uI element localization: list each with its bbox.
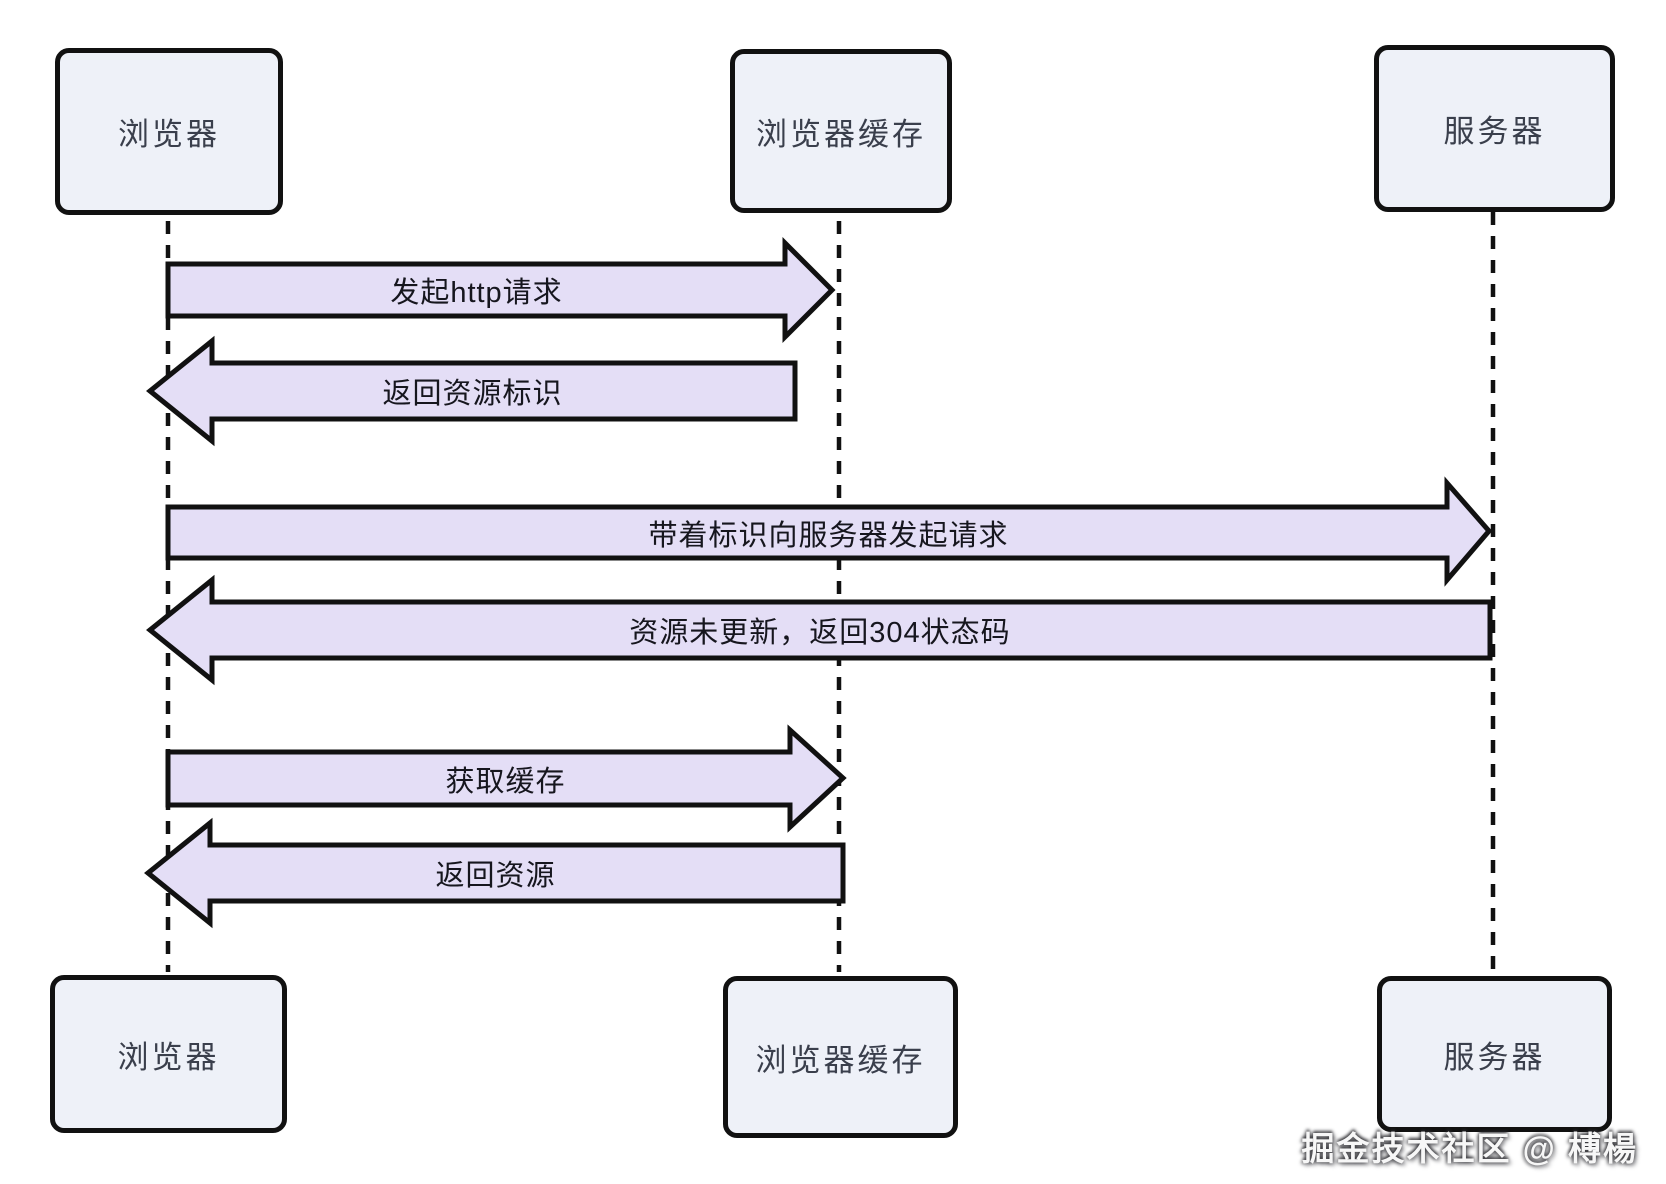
participant-label: 浏览器缓存 <box>756 116 926 152</box>
message-arrow-3-right <box>165 476 1493 587</box>
message-label-6: 返回资源 <box>435 860 556 892</box>
message-label-4: 资源未更新，返回304状态码 <box>629 617 1011 649</box>
message-arrow-1-right <box>165 236 836 344</box>
participant-box-browser-top: 浏览器 <box>55 48 283 215</box>
participant-box-browser-bottom: 浏览器 <box>50 975 287 1133</box>
message-arrow-6-left <box>144 817 846 929</box>
watermark: 掘金技术社区 @ 榑楊 <box>1301 1130 1638 1167</box>
participant-box-browser-cache-top: 浏览器缓存 <box>730 49 952 213</box>
participant-label: 浏览器缓存 <box>755 1042 926 1078</box>
participant-box-server-bottom: 服务器 <box>1377 976 1612 1132</box>
participant-label: 浏览器 <box>117 1039 220 1075</box>
message-arrow-5-right <box>165 724 847 833</box>
message-label-3: 带着标识向服务器发起请求 <box>648 519 1009 552</box>
message-arrow-2-left <box>146 335 798 447</box>
participant-label: 服务器 <box>1443 1039 1546 1075</box>
participant-box-server-top: 服务器 <box>1374 45 1615 212</box>
participant-box-browser-cache-bottom: 浏览器缓存 <box>723 976 958 1138</box>
participant-label: 服务器 <box>1443 114 1546 149</box>
message-arrow-4-left <box>146 574 1493 686</box>
message-label-5: 获取缓存 <box>445 765 566 798</box>
message-label-2: 返回资源标识 <box>382 378 563 410</box>
message-label-1: 发起http请求 <box>390 277 563 309</box>
participant-label: 浏览器 <box>118 117 220 152</box>
